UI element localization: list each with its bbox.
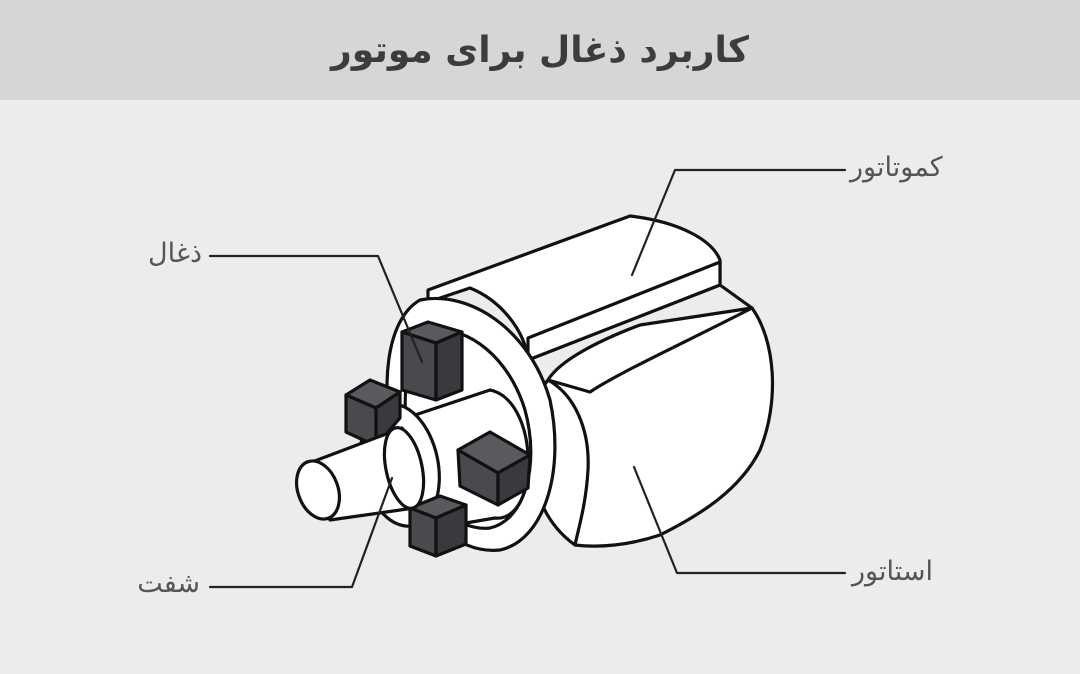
page-title: کاربرد ذغال برای موتور [331, 29, 749, 71]
motor-diagram: کموتاتور ذغال شفت استاتور [137, 152, 943, 599]
stator-leader [632, 465, 847, 575]
carbon-brush-right [456, 430, 532, 507]
commutator-leader [630, 168, 847, 277]
commutator-label: کموتاتور [848, 152, 943, 183]
brush-label: ذغال [148, 238, 202, 269]
shaft-leader [208, 476, 394, 589]
carbon-brush-bottom [408, 494, 468, 558]
shaft [294, 426, 426, 522]
carbon-brush-top [400, 320, 464, 402]
stator-label: استاتور [850, 556, 933, 587]
brush-leader [208, 254, 424, 364]
commutator-segment [426, 214, 754, 362]
title-bar: کاربرد ذغال برای موتور [0, 0, 1080, 100]
diagram-area: کموتاتور ذغال شفت استاتور [0, 100, 1080, 674]
shaft-label: شفت [137, 568, 200, 599]
